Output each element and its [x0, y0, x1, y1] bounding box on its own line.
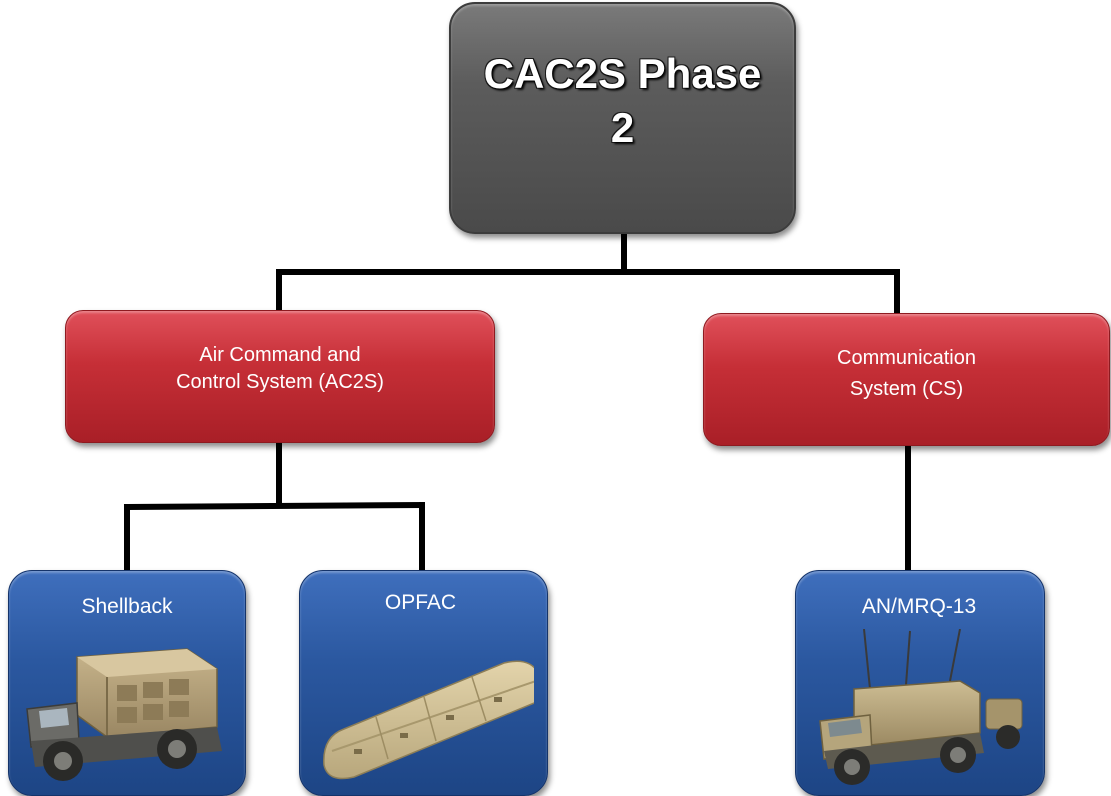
humvee-image	[819, 629, 1023, 785]
leaf-label: OPFAC	[384, 591, 457, 614]
branch-node-cs: Communication System (CS)	[703, 313, 1110, 446]
branch-label-line-2: System (CS)	[849, 377, 964, 400]
root-title: CAC2S Phase 2	[483, 50, 762, 151]
ac2s-bus-line	[123, 501, 426, 511]
leaf-label: Shellback	[81, 595, 173, 618]
leaf-label: AN/MRQ-13	[861, 595, 977, 618]
branch-label-line-1: Air Command and	[199, 343, 361, 366]
leaf-node-anmrq13: AN/MRQ-13	[795, 570, 1045, 796]
branch-node-ac2s: Air Command and Control System (AC2S)	[65, 310, 495, 443]
truck-shelter-image	[26, 648, 222, 781]
leaf-node-shellback: Shellback	[8, 570, 246, 796]
root-node-cac2s: CAC2S Phase 2	[449, 2, 796, 234]
branch-label-line-2: Control System (AC2S)	[176, 370, 384, 393]
tent-image	[322, 660, 534, 780]
branch-label-line-1: Communication	[837, 346, 976, 369]
leaf-node-opfac: OPFAC	[299, 570, 548, 796]
